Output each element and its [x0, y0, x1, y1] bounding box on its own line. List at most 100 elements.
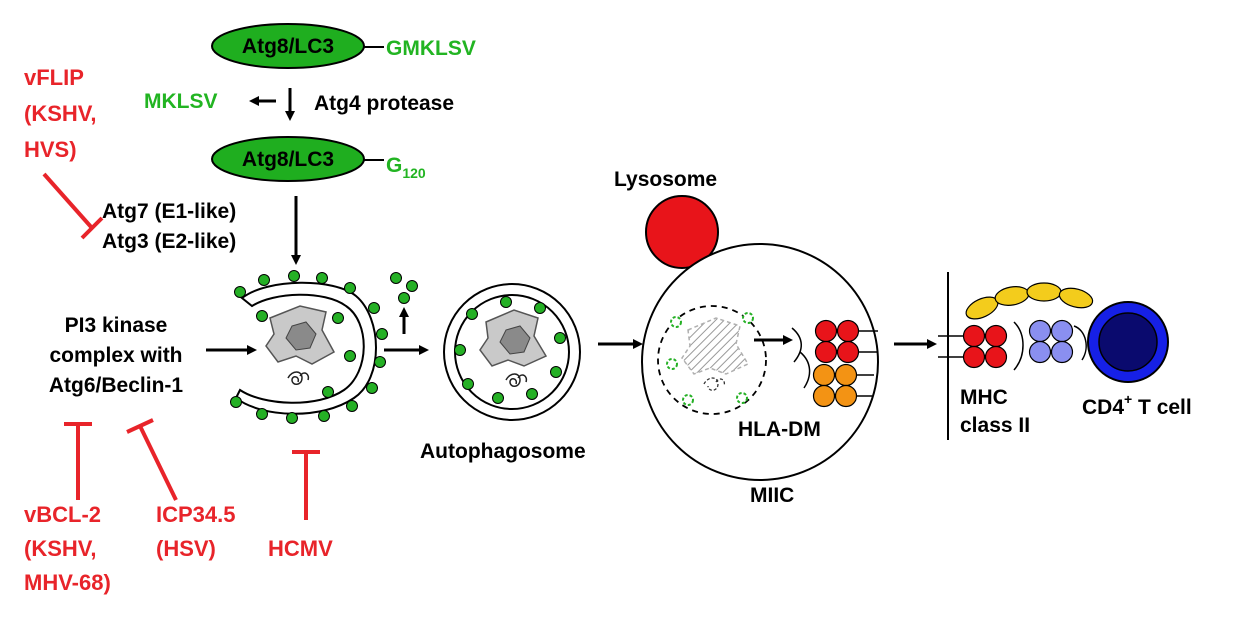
hla-dm-orange-2 [834, 363, 858, 387]
vflip-line-1: vFLIP [24, 65, 84, 90]
lc3-dot [366, 382, 378, 394]
vbcl2-line-3: MHV-68) [24, 570, 111, 595]
surface-mhc-red-4 [984, 345, 1008, 369]
lc3-dot [332, 312, 344, 324]
vbcl2-inhibitor: vBCL-2 (KSHV, MHV-68) [24, 422, 111, 595]
peptide-strand-1 [791, 327, 802, 363]
tcr-blue-2 [1050, 319, 1074, 343]
lc3-processed: Atg8/LC3 G120 [211, 136, 426, 182]
pi3k-line-3: Atg6/Beclin-1 [49, 374, 184, 397]
lc3-dot [670, 316, 682, 328]
vflip-inhibitor: vFLIP (KSHV, HVS) [24, 65, 104, 240]
degraded-cargo [681, 317, 750, 375]
cd4-t-cell-label: CD4+ T cell [1082, 391, 1192, 419]
icp345-inhibitor: ICP34.5 (HSV) [126, 418, 236, 561]
lc3-dot [374, 356, 386, 368]
tcr-blue-1 [1028, 319, 1052, 343]
cd4-domain-2 [994, 286, 1030, 306]
peptide-mklsv: MKLSV [144, 90, 218, 113]
lc3-dot [466, 308, 478, 320]
lc3-dot [258, 274, 270, 286]
lc3-dot [526, 388, 538, 400]
hla-dm-orange-1 [812, 363, 836, 387]
lc3-dots-miic [666, 312, 754, 406]
pi3k-line-2: complex with [49, 344, 182, 367]
vflip-line-2: (KSHV, [24, 101, 97, 126]
mhc-loading-complex [791, 319, 878, 408]
lc3-precursor: Atg8/LC3 GMKLSV [211, 23, 476, 69]
lc3-dots-phagophore [230, 270, 388, 424]
lc3-dot [534, 302, 546, 314]
atg3-label: Atg3 (E2-like) [102, 230, 236, 253]
hla-dm-orange-3 [812, 384, 836, 408]
cd4-rest: T cell [1132, 396, 1192, 419]
lc3-dot [500, 296, 512, 308]
lc3-label-top: Atg8/LC3 [242, 35, 334, 58]
lc3-dot [288, 270, 300, 282]
t-cell-nucleus [1098, 312, 1158, 372]
cd4-domain-4 [1058, 287, 1094, 309]
lc3-dot [286, 412, 298, 424]
icp345-inhibition-line [138, 425, 178, 501]
surface-mhc-red-1 [962, 324, 986, 348]
vbcl2-line-1: vBCL-2 [24, 502, 101, 527]
autophagosome [443, 283, 581, 421]
autophagosome-label: Autophagosome [420, 440, 586, 463]
surface-mhc-red-2 [984, 324, 1008, 348]
g120-label: G120 [386, 154, 426, 181]
lc3-dot [322, 386, 334, 398]
lc3-release [390, 272, 418, 334]
lysosome [645, 195, 719, 269]
icp345-inhibition-bar [126, 418, 154, 434]
tcr-complex [965, 282, 1094, 364]
hla-dm-orange-4 [834, 384, 858, 408]
surface-mhc-complex [938, 321, 1024, 371]
atg4-protease-label: Atg4 protease [314, 92, 454, 115]
mhc-red-3 [814, 340, 838, 364]
atg4-cleavage: MKLSV Atg4 protease [144, 88, 454, 121]
hcmv-label: HCMV [268, 536, 333, 561]
lc3-dot [344, 350, 356, 362]
tcr-anchor [1073, 325, 1087, 361]
lc3-dot [344, 282, 356, 294]
lc3-dot [682, 394, 694, 406]
cd4-domain-3 [1026, 282, 1062, 302]
lc3-dot [492, 392, 504, 404]
vflip-line-3: HVS) [24, 137, 77, 162]
lc3-dots-autophagosome [454, 296, 566, 404]
lc3-dot [742, 312, 754, 324]
autophagosome-nucleic-acid [505, 373, 528, 387]
mhc-label-line-2: class II [960, 414, 1030, 437]
lc3-dot [230, 396, 242, 408]
hla-dm-label: HLA-DM [738, 418, 821, 441]
lc3-dot [736, 392, 748, 404]
cd4-superscript: + [1124, 391, 1132, 407]
lc3-dot [462, 378, 474, 390]
phagophore [234, 281, 377, 415]
lc3-dot [554, 332, 566, 344]
g120-subscript: 120 [402, 165, 426, 181]
released-lc3-dot-3 [398, 292, 410, 304]
lc3-dot [368, 302, 380, 314]
pi3k-complex: PI3 kinase complex with Atg6/Beclin-1 [49, 314, 257, 397]
atg7-label: Atg7 (E1-like) [102, 200, 236, 223]
autophagosome-cargo-core [499, 325, 531, 355]
icp345-line-2: (HSV) [156, 536, 216, 561]
surface-mhc-red-3 [962, 345, 986, 369]
mhc-label-line-1: MHC [960, 386, 1008, 409]
released-lc3-dot-2 [406, 280, 418, 292]
mhc-red-2 [836, 319, 860, 343]
lysosome-label: Lysosome [614, 168, 717, 191]
phagophore-nucleic-acid [287, 371, 310, 385]
vflip-inhibition-bar [80, 216, 104, 240]
lc3-label-bottom: Atg8/LC3 [242, 148, 334, 171]
lc3-dot [376, 328, 388, 340]
pi3k-line-1: PI3 kinase [65, 314, 168, 337]
lc3-dot [666, 358, 678, 370]
tcr-blue-3 [1028, 340, 1052, 364]
vflip-inhibition-line [42, 172, 94, 230]
lc3-dot [256, 310, 268, 322]
lc3-dot [550, 366, 562, 378]
lc3-dot [234, 286, 246, 298]
